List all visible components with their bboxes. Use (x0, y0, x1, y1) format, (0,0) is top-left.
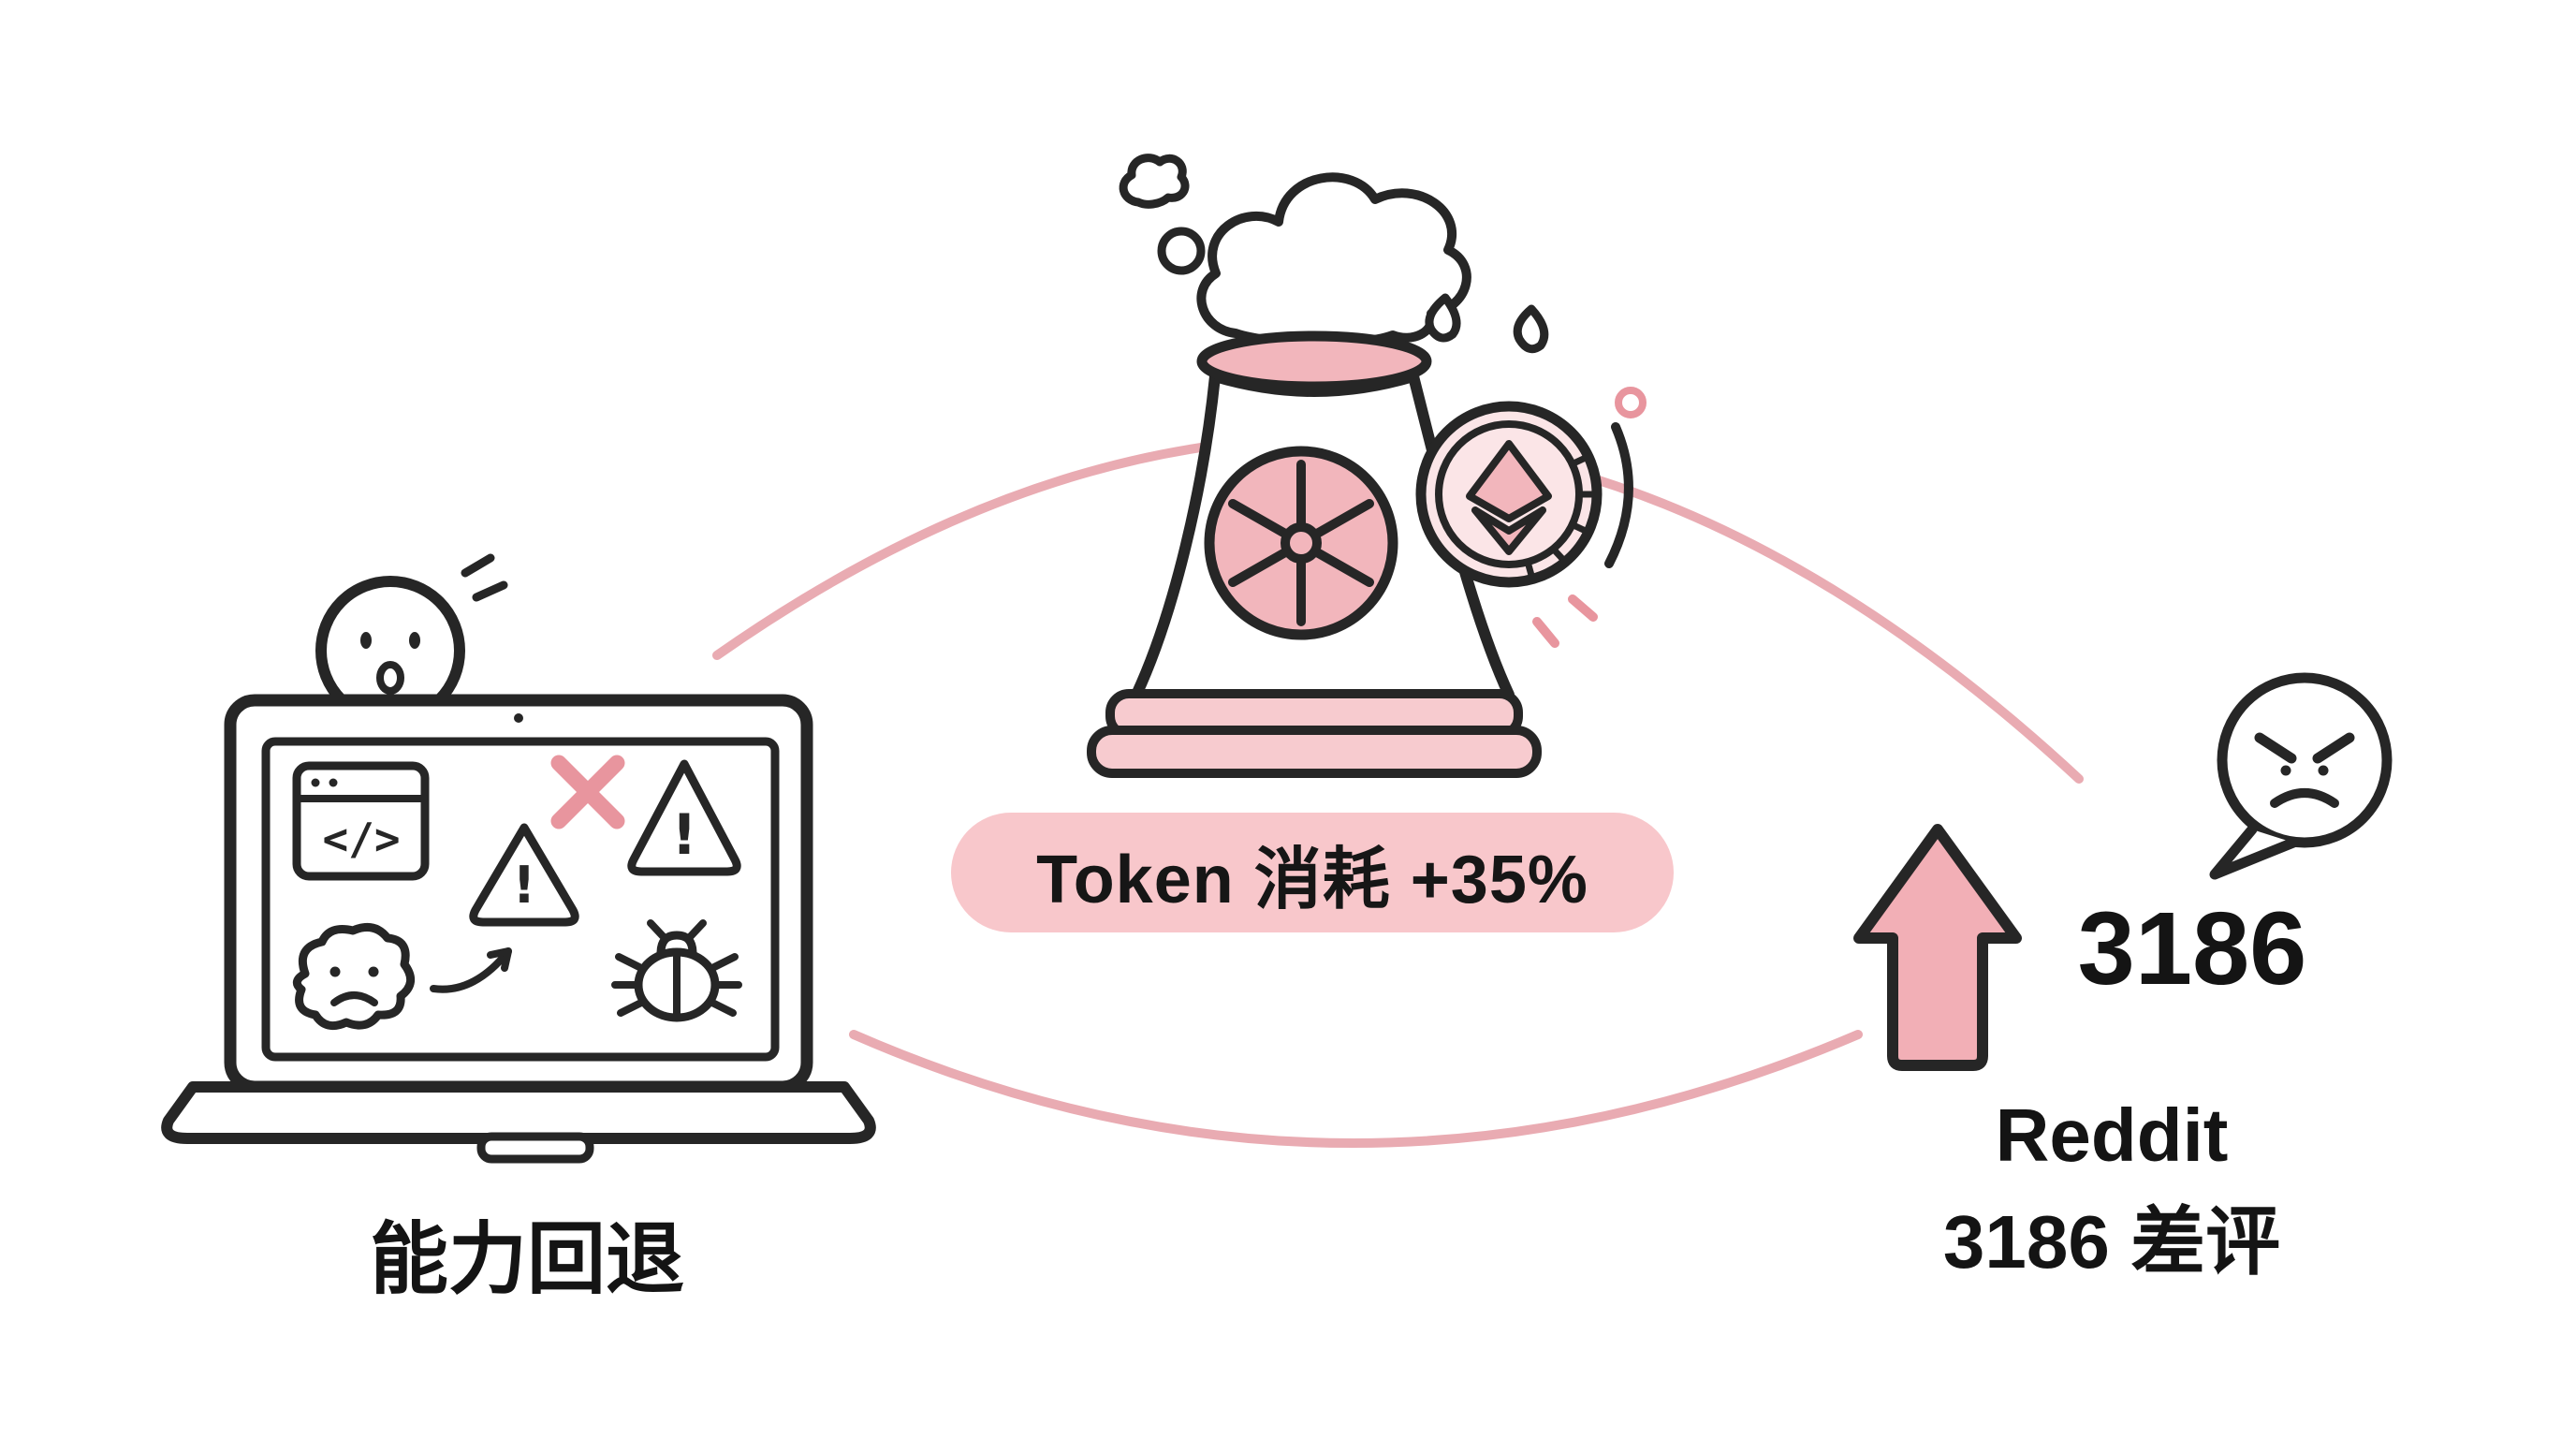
radiation-fan-icon (1204, 446, 1398, 640)
review-count: 3186 (2077, 891, 2307, 1006)
progress-arrow-icon (430, 947, 512, 993)
exclamation-glyph: ! (671, 802, 696, 868)
warning-triangle-large-icon: ! (627, 759, 741, 876)
warning-triangle-small-icon: ! (469, 823, 579, 927)
up-arrow-icon (1853, 824, 2022, 1071)
sad-blob-icon (292, 922, 415, 1031)
code-window-icon: </> (292, 761, 430, 881)
error-x-icon (550, 755, 625, 829)
exclamation-glyph: ! (513, 856, 536, 915)
capability-regression-caption: 能力回退 (369, 1215, 684, 1303)
angry-speech-bubble-icon (2209, 672, 2393, 880)
reddit-reviews-label: 3186 差评 (1942, 1199, 2281, 1284)
code-glyph: </> (322, 814, 400, 864)
bug-icon (611, 919, 742, 1022)
cooling-tower-icon (1087, 330, 1542, 778)
token-cost-badge: Token 消耗 +35% (951, 813, 1674, 932)
surprised-face-icon (315, 553, 508, 726)
connector-arc-lower (849, 1030, 1863, 1148)
webcam-dot-icon (514, 713, 523, 723)
eth-coin-icon (1415, 401, 1603, 588)
smoke-cloud-icon (1119, 154, 1471, 348)
reddit-label-block: Reddit 3186 差评 (1915, 1082, 2308, 1295)
reddit-source-label: Reddit (1995, 1093, 2229, 1177)
splash-droplets-icon (1425, 293, 1647, 648)
laptop-icon (161, 694, 876, 1164)
